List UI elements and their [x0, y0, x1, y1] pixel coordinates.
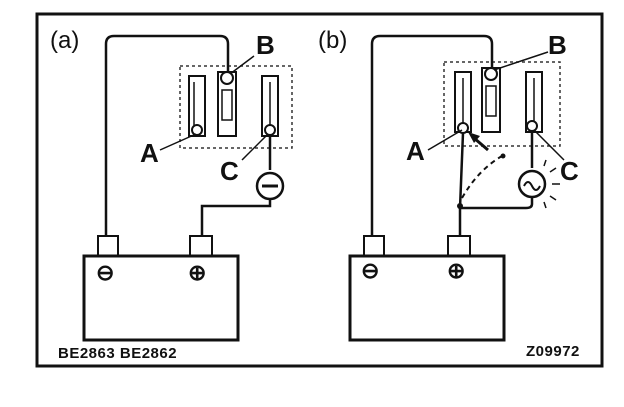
wire-battery-neg-to-b-a: [104, 34, 230, 238]
panel-b-label: (b): [318, 27, 347, 54]
wire-lamp-to-battery-pos-a: [200, 200, 272, 238]
switch-housing-a: [179, 65, 293, 149]
battery-neg-symbol-b: ⊖: [361, 258, 379, 283]
test-lamp-lit-b: [517, 159, 560, 209]
terminal-b-b: [481, 67, 501, 133]
terminal-b-a: [217, 71, 237, 137]
wire-a-to-battery-pos-b: [458, 132, 465, 238]
terminal-c-b: [525, 71, 543, 133]
terminal-a-b: [454, 71, 472, 134]
figure-code-left: BE2863 BE2862: [58, 345, 177, 362]
test-lamp-a: [255, 171, 285, 201]
label-terminal-a-a: A: [140, 138, 159, 168]
battery-neg-symbol-a: ⊖: [96, 260, 114, 285]
panel-a-label: (a): [50, 27, 79, 54]
battery-pos-symbol-b: ⊕: [447, 258, 465, 283]
outer-frame: [35, 12, 604, 368]
leader-b-a: [229, 55, 255, 75]
wire-junction-b: [457, 203, 463, 209]
battery-a: [82, 235, 240, 342]
switch-housing-b: [443, 61, 561, 147]
leader-a-b: [427, 129, 463, 151]
figure-code-right: Z09972: [526, 343, 580, 360]
leader-c-b: [533, 129, 565, 161]
leader-b-b: [493, 51, 549, 71]
arrow-icon: [468, 132, 489, 152]
leader-c-a: [241, 133, 269, 161]
terminal-c-a: [261, 75, 279, 137]
label-terminal-c-a: C: [220, 156, 239, 186]
terminal-a-a: [188, 75, 206, 137]
wire-battery-neg-to-b-b: [370, 34, 494, 238]
battery-b: [348, 235, 506, 342]
dashed-path-end-b: [500, 153, 506, 159]
label-terminal-b-a: B: [256, 30, 275, 60]
panel-a: (a) A B: [50, 27, 293, 342]
label-terminal-c-b: C: [560, 156, 579, 186]
leader-a-a: [159, 133, 197, 151]
panel-b: (b): [318, 27, 579, 342]
battery-pos-symbol-a: ⊕: [188, 260, 206, 285]
label-terminal-a-b: A: [406, 136, 425, 166]
label-terminal-b-b: B: [548, 30, 567, 60]
dashed-test-path-b: [461, 155, 503, 199]
wire-lamp-to-junction-b: [460, 198, 534, 210]
